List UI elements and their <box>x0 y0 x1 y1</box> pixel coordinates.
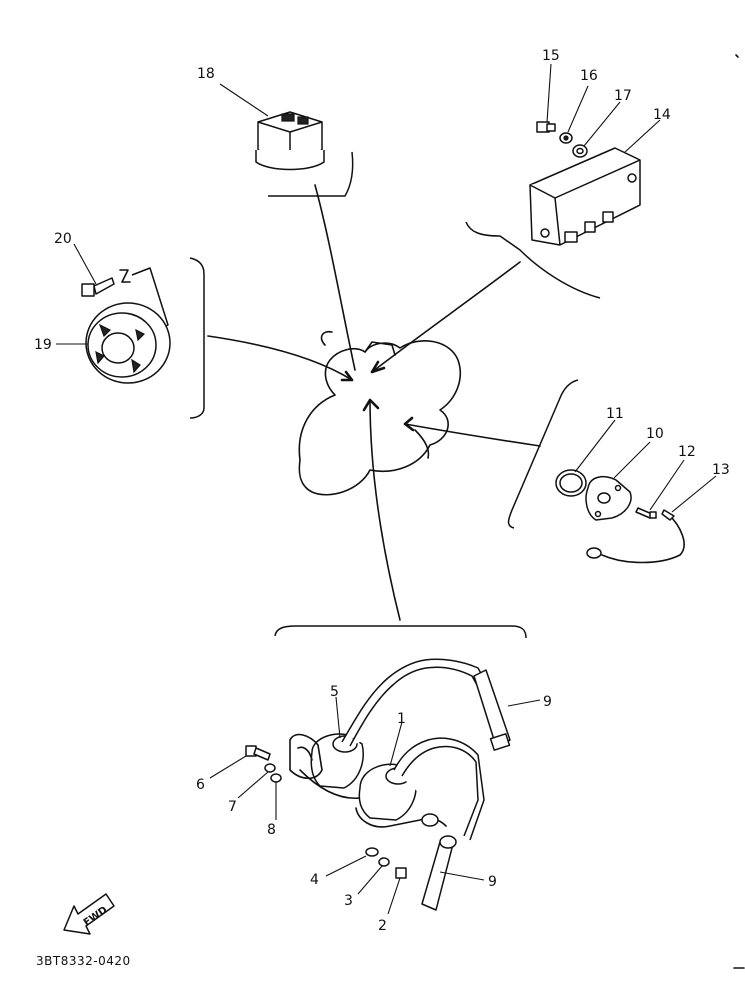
leader-5 <box>335 696 341 739</box>
label-13: 13 <box>712 462 730 478</box>
leader-9-upper <box>507 699 541 707</box>
pickup-coil-part-10 <box>585 475 632 521</box>
label-17: 17 <box>614 88 632 104</box>
bracket-19 <box>189 257 205 419</box>
drawing-code: 3BT8332-0420 <box>36 954 131 968</box>
label-14: 14 <box>653 107 671 123</box>
leader-15 <box>546 63 552 123</box>
connector-line-14 <box>371 261 521 373</box>
label-6: 6 <box>196 777 205 793</box>
label-3: 3 <box>344 893 353 909</box>
label-8: 8 <box>267 822 276 838</box>
arrow-head-10 <box>403 416 415 432</box>
arrow-head-coils <box>362 398 380 412</box>
bracket-10 <box>507 379 579 529</box>
arrow-head-14 <box>370 360 386 374</box>
label-7: 7 <box>228 799 237 815</box>
label-1: 1 <box>397 711 406 727</box>
connector-line-10 <box>404 423 541 447</box>
screw-part-12 <box>635 507 657 519</box>
connector-line-18 <box>314 184 356 371</box>
leader-18 <box>219 83 269 117</box>
ignition-coil-part-1 <box>355 737 485 841</box>
label-4: 4 <box>310 872 319 888</box>
bolt-part-15 <box>536 121 556 133</box>
leader-11 <box>574 419 616 473</box>
cdi-unit-part-14 <box>529 147 641 246</box>
label-18: 18 <box>197 66 215 82</box>
nut-part-17 <box>572 144 588 158</box>
leader-3 <box>357 865 383 895</box>
leader-14 <box>624 119 661 153</box>
relay-part-18 <box>255 111 325 171</box>
edge-mark-top <box>735 54 739 58</box>
connector-line-coils <box>369 399 401 621</box>
label-15: 15 <box>542 48 560 64</box>
label-19: 19 <box>34 337 52 353</box>
label-20: 20 <box>54 231 72 247</box>
label-9-upper: 9 <box>543 694 552 710</box>
bracket-coils <box>274 625 527 639</box>
o-ring-part-11 <box>555 469 587 497</box>
fwd-arrow-icon: FWD <box>63 893 115 935</box>
leader-7 <box>237 771 269 799</box>
label-10: 10 <box>646 426 664 442</box>
leader-4 <box>325 855 367 877</box>
connector-line-19 <box>207 335 353 381</box>
ignition-coil-part-5 <box>289 658 491 800</box>
washer-part-16 <box>559 132 573 144</box>
leader-12 <box>649 459 685 511</box>
washer-part-7 <box>264 763 276 773</box>
leader-20 <box>73 243 97 285</box>
label-9-lower: 9 <box>488 874 497 890</box>
leader-17 <box>583 101 621 147</box>
leader-2 <box>387 877 401 915</box>
washer-part-4 <box>365 847 379 857</box>
horn-part-19 <box>85 267 171 384</box>
label-5: 5 <box>330 684 339 700</box>
motorcycle-frame-outline <box>298 330 462 496</box>
leader-16 <box>567 85 589 133</box>
bolt-part-2 <box>395 867 407 879</box>
leader-1 <box>389 721 403 767</box>
leader-10 <box>613 441 651 479</box>
washer-part-3 <box>378 857 390 867</box>
bolt-part-20 <box>81 269 131 297</box>
arrow-head-19 <box>340 370 354 382</box>
label-12: 12 <box>678 444 696 460</box>
bolt-part-6 <box>245 745 271 761</box>
label-2: 2 <box>378 918 387 934</box>
leader-13 <box>671 475 717 513</box>
lead-wire-part-13 <box>586 509 685 564</box>
plug-cap-part-9-lower <box>421 835 457 911</box>
leader-6 <box>209 755 247 779</box>
label-16: 16 <box>580 68 598 84</box>
bracket-18 <box>268 151 354 197</box>
plug-cap-part-9-upper <box>473 669 511 751</box>
leader-9-lower <box>439 871 485 881</box>
bracket-14 <box>465 221 601 299</box>
label-11: 11 <box>606 406 624 422</box>
washer-part-8 <box>270 773 282 783</box>
